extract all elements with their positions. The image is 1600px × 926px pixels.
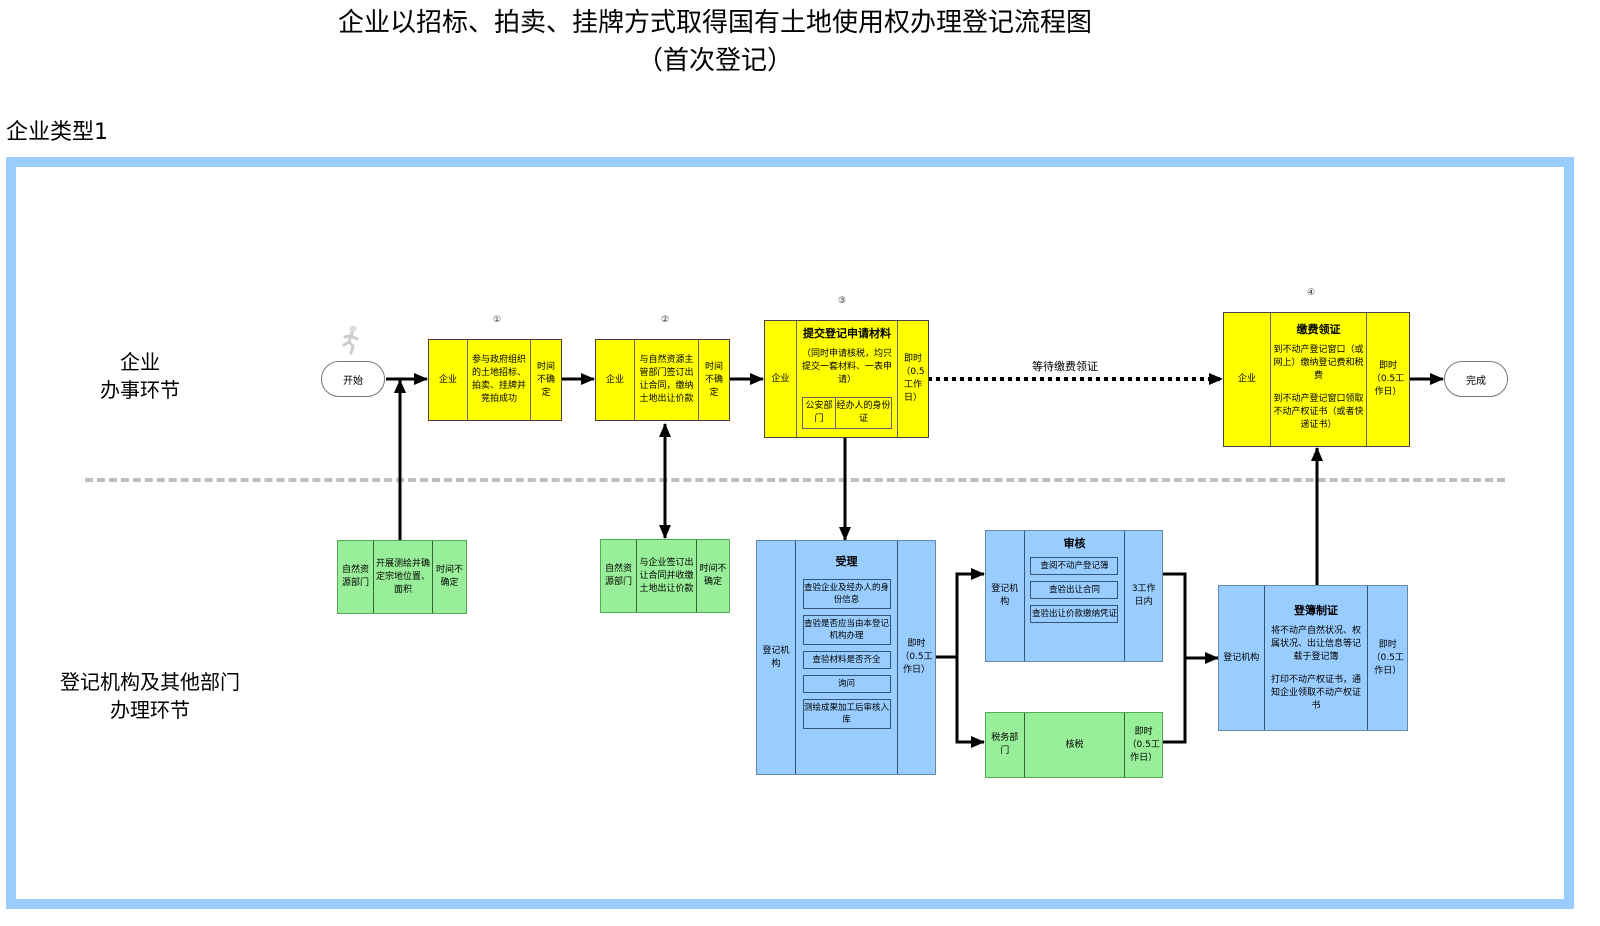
check-item: 测绘成果加工后审核入库 — [802, 699, 891, 729]
register-box: 登记机构 登簿制证 将不动产自然状况、权属状况、出让信息等记载于登记簿 打印不动… — [1218, 585, 1408, 731]
step-number: ④ — [1307, 288, 1316, 298]
check-item: 查验出让价款缴纳凭证 — [1030, 605, 1119, 623]
box-task: 将不动产自然状况、权属状况、出让信息等记载于登记簿 — [1270, 625, 1361, 662]
step3-box: 企业 提交登记申请材料 （同时申请核税，均只提交一套材料、一表申请） 公安部门 … — [764, 320, 929, 438]
box-content: 受理 查验企业及经办人的身份信息 查验是否应当由本登记机构办理 查验材料是否齐全… — [795, 541, 897, 774]
lane-label-enterprise: 企业 办事环节 — [70, 348, 210, 404]
box-time: 即时（0.5工作日） — [897, 541, 935, 774]
step1-box: 企业 参与政府组织的土地招标、拍卖、挂牌并竞拍成功 时间不确定 — [428, 339, 562, 421]
box-time: 时间不确定 — [432, 541, 466, 613]
box-task: 与企业签订出让合同并收缴土地出让价款 — [636, 540, 696, 612]
lane-label-line: 企业 — [120, 350, 160, 374]
box-task: 打印不动产权证书，通知企业领取不动产权证书 — [1270, 674, 1361, 711]
step-sub-item: 公安部门 — [803, 398, 836, 428]
step-sub-table: 公安部门 经办人的身份证 — [802, 397, 892, 429]
contract-box: 自然资源部门 与企业签订出让合同并收缴土地出让价款 时间不确定 — [600, 539, 730, 613]
survey-box: 自然资源部门 开展测绘并确定宗地位置、面积 时间不确定 — [337, 540, 467, 614]
arrow-accept-to-tax — [955, 657, 985, 748]
flowchart-frame — [6, 157, 1574, 909]
step-number: ③ — [838, 296, 847, 306]
box-title: 登簿制证 — [1293, 603, 1338, 617]
box-actor: 登记机构 — [991, 584, 1019, 607]
start-terminal: 开始 — [321, 361, 385, 397]
review-box: 登记机构 审核 查阅不动产登记簿 查验出让合同 查验出让价款缴纳凭证 3工作日内 — [985, 530, 1163, 662]
check-item: 查阅不动产登记簿 — [1030, 557, 1119, 575]
step2-box: 企业 与自然资源主管部门签订出让合同，缴纳土地出让价款 时间不确定 — [595, 339, 730, 421]
step-time: 即时（0.5工作日） — [897, 321, 928, 437]
diagram-subtitle: （首次登记） — [636, 46, 793, 76]
lane-label-line: 办理环节 — [110, 698, 190, 722]
arrow-review-merge — [1163, 572, 1187, 744]
box-time: 即时（0.5工作日） — [1124, 713, 1162, 777]
step-number: ① — [493, 315, 502, 325]
step-task: （同时申请核税，均只提交一套材料、一表申请） — [801, 349, 892, 385]
step-sub-item: 经办人的身份证 — [836, 401, 891, 424]
step-actor: 企业 — [771, 373, 790, 384]
check-item: 查验材料是否齐全 — [802, 651, 891, 669]
step-task: 到不动产登记窗口领取不动产权证书（或者快递证书） — [1273, 394, 1364, 430]
box-title: 受理 — [835, 555, 858, 568]
lane-label-agency: 登记机构及其他部门 办理环节 — [50, 668, 250, 724]
box-title: 审核 — [1063, 537, 1086, 550]
step-task: 到不动产登记窗口（或网上）缴纳登记费和税费 — [1273, 345, 1364, 381]
step-content: 缴费领证 到不动产登记窗口（或网上）缴纳登记费和税费 到不动产登记窗口领取不动产… — [1270, 313, 1366, 446]
check-item: 查验是否应当由本登记机构办理 — [802, 615, 891, 645]
enterprise-type-label: 企业类型1 — [6, 120, 108, 145]
check-item: 查验企业及经办人的身份信息 — [802, 579, 891, 609]
box-time: 即时（0.5工作日） — [1367, 586, 1407, 730]
accept-box: 登记机构 受理 查验企业及经办人的身份信息 查验是否应当由本登记机构办理 查验材… — [756, 540, 936, 775]
lane-label-line: 办事环节 — [100, 378, 180, 402]
box-task: 核税 — [1023, 713, 1125, 777]
box-actor: 登记机构 — [1223, 652, 1260, 663]
box-actor: 登记机构 — [762, 645, 790, 669]
diagram-title: 企业以招标、拍卖、挂牌方式取得国有土地使用权办理登记流程图 — [337, 8, 1092, 38]
step-actor: 企业 — [605, 374, 624, 385]
check-item: 查验出让合同 — [1030, 581, 1119, 599]
step-time: 即时（0.5工作日） — [1366, 313, 1409, 446]
box-actor: 自然资源部门 — [604, 564, 632, 587]
step-number: ② — [661, 315, 670, 325]
step-title: 提交登记申请材料 — [803, 327, 891, 340]
check-item: 询问 — [802, 675, 891, 693]
step4-box: 企业 缴费领证 到不动产登记窗口（或网上）缴纳登记费和税费 到不动产登记窗口领取… — [1223, 312, 1410, 447]
box-actor: 税务部门 — [991, 733, 1019, 756]
box-content: 审核 查阅不动产登记簿 查验出让合同 查验出让价款缴纳凭证 — [1023, 531, 1125, 661]
box-time: 3工作日内 — [1124, 531, 1162, 661]
step-title: 缴费领证 — [1296, 323, 1341, 336]
box-task: 开展测绘并确定宗地位置、面积 — [373, 541, 432, 613]
lane-label-line: 登记机构及其他部门 — [60, 670, 240, 694]
box-content: 登簿制证 将不动产自然状况、权属状况、出让信息等记载于登记簿 打印不动产权证书，… — [1263, 586, 1368, 730]
box-actor: 自然资源部门 — [341, 565, 369, 588]
arrow-accept-to-review — [936, 568, 985, 659]
step-content: 提交登记申请材料 （同时申请核税，均只提交一套材料、一表申请） 公安部门 经办人… — [796, 321, 897, 437]
waiting-note: 等待缴费领证 — [1032, 360, 1098, 373]
step-actor: 企业 — [1237, 374, 1256, 384]
end-terminal: 完成 — [1444, 361, 1508, 397]
box-time: 时间不确定 — [696, 540, 729, 612]
step-time: 时间不确定 — [698, 340, 729, 420]
step-actor: 企业 — [438, 374, 457, 385]
tax-box: 税务部门 核税 即时（0.5工作日） — [985, 712, 1163, 778]
step-time: 时间不确定 — [530, 340, 561, 420]
lane-divider — [85, 478, 1505, 482]
running-person-icon — [342, 325, 359, 355]
step-task: 与自然资源主管部门签订出让合同，缴纳土地出让价款 — [634, 340, 698, 420]
step-task: 参与政府组织的土地招标、拍卖、挂牌并竞拍成功 — [467, 340, 530, 420]
